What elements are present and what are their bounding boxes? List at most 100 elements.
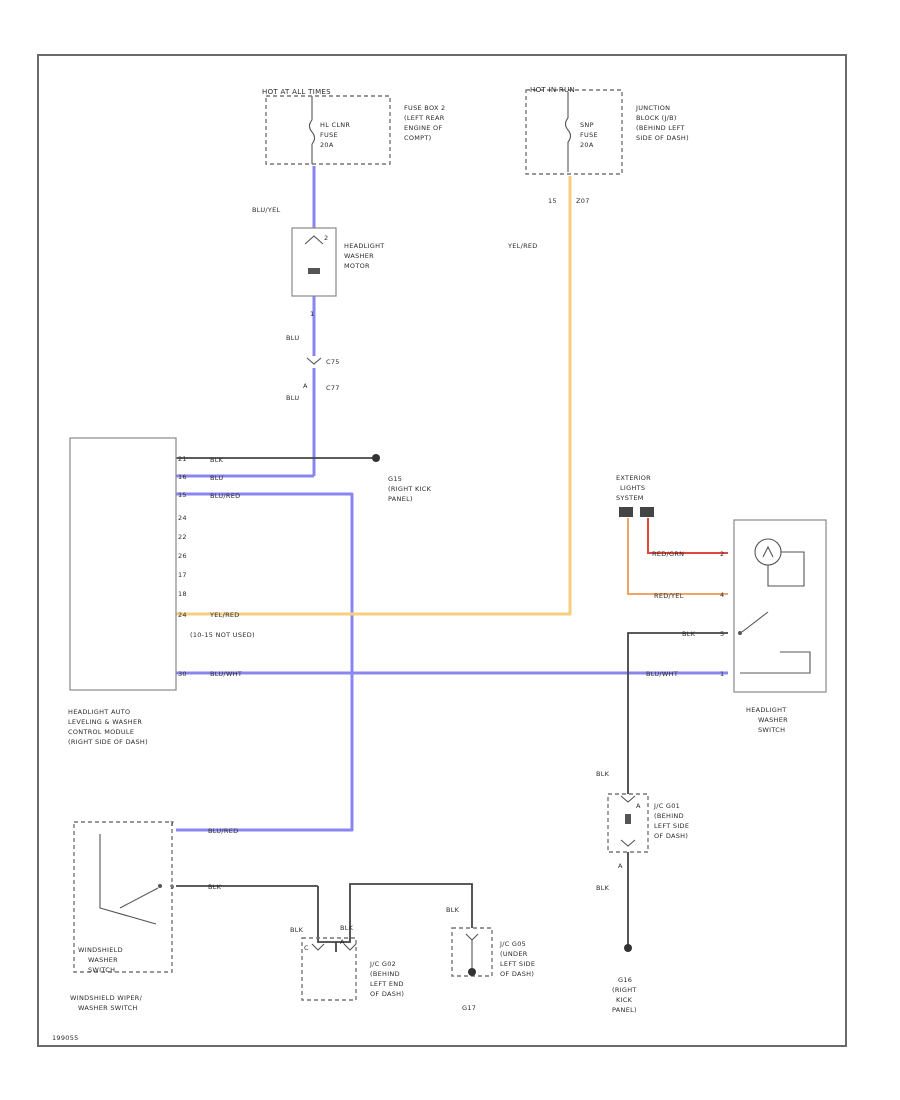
fuse-box-location-2: (LEFT REAR xyxy=(404,114,445,122)
module-pin-24b: 24 xyxy=(178,611,187,619)
diagram-id: 199055 xyxy=(52,1034,79,1042)
module-pin-15: 15 xyxy=(178,491,187,499)
wire-red-yel: RED/YEL xyxy=(654,592,684,600)
windshield-wiper-washer-switch: 7 9 WINDSHIELD WASHER SWITCH WINDSHIELD … xyxy=(70,820,174,1012)
jb-location-1: JUNCTION xyxy=(635,104,670,112)
snp-fuse-line2: FUSE xyxy=(580,131,598,139)
jb-location-3: (BEHIND LEFT xyxy=(636,124,685,132)
module-label-3: CONTROL MODULE xyxy=(68,728,134,736)
jc-g05-label-1: J/C G05 xyxy=(499,940,526,948)
connector-pin-a: A xyxy=(303,382,308,390)
jc-g02-pin-a: A xyxy=(340,938,345,946)
ws-label-2: WASHER SWITCH xyxy=(78,1004,138,1012)
motor-label-3: MOTOR xyxy=(344,262,370,270)
g16-id: G16 xyxy=(618,976,632,984)
jb-location-2: BLOCK (J/B) xyxy=(636,114,677,122)
exterior-label-1: EXTERIOR xyxy=(616,474,651,482)
jc-g05-label-2: (UNDER xyxy=(500,950,528,958)
exterior-label-3: SYSTEM xyxy=(616,494,644,502)
ws-pin-9: 9 xyxy=(170,883,174,891)
black-wires xyxy=(176,457,728,952)
jc-g05-label-3: LEFT SIDE xyxy=(500,960,535,968)
g16-location-3: PANEL) xyxy=(612,1006,637,1014)
g16-location-2: KICK xyxy=(616,996,633,1004)
module-pin-26: 26 xyxy=(178,552,187,560)
headlight-washer-motor: 2 1 HEADLIGHT WASHER MOTOR xyxy=(291,227,384,318)
jb-pin: 15 xyxy=(548,197,557,205)
wire-yel-red-vertical: YEL/RED xyxy=(507,242,538,250)
hlsw-label-3: SWITCH xyxy=(758,726,785,734)
connector-c75: C75 xyxy=(326,358,340,366)
module-pin-16: 16 xyxy=(178,473,187,481)
fuse-name-line3: 20A xyxy=(320,141,334,149)
exterior-lights-system: EXTERIOR LIGHTS SYSTEM xyxy=(616,474,654,517)
junction-connector-g01: A A J/C G01 (BEHIND LEFT SIDE OF DASH) xyxy=(607,793,689,870)
ws-inner-3: SWITCH xyxy=(88,966,115,974)
yellow-wire xyxy=(176,176,572,616)
wire-blu-1: BLU xyxy=(286,334,299,342)
g15-location-1: (RIGHT KICK xyxy=(388,485,432,493)
wire-blu-yel: BLU/YEL xyxy=(252,206,281,214)
module-pin-17: 17 xyxy=(178,571,187,579)
g15-id: G15 xyxy=(388,475,402,483)
module-pin-22: 22 xyxy=(178,533,187,541)
ws-pin-7: 7 xyxy=(170,820,174,828)
fuse-name-line1: HL CLNR xyxy=(320,121,350,129)
module-pin-24a: 24 xyxy=(178,514,187,522)
jc-g01-pin-b: A xyxy=(618,862,623,870)
orange-wire xyxy=(627,518,728,595)
hot-at-all-times-label: HOT AT ALL TIMES xyxy=(262,88,331,96)
jc-g02-pin-c: C xyxy=(304,944,309,952)
g16-location-1: (RIGHT xyxy=(612,986,637,994)
jc-g05-label-4: OF DASH) xyxy=(500,970,534,978)
junction-connector-g05: J/C G05 (UNDER LEFT SIDE OF DASH) G17 xyxy=(451,927,535,1012)
junction-block-snp-fuse: HOT IN RUN SNP FUSE 20A JUNCTION BLOCK (… xyxy=(525,86,689,205)
wire-blu-red-bottom: BLU/RED xyxy=(208,827,238,835)
diagram-frame xyxy=(37,54,847,1047)
headlight-washer-switch: 2 4 5 1 HEADLIGHT WASHER SWITCH xyxy=(720,519,827,734)
motor-label-2: WASHER xyxy=(344,252,374,260)
g15-location-2: PANEL) xyxy=(388,495,413,503)
wire-blu-wht-right: BLU/WHT xyxy=(646,670,678,678)
wire-yel-red-h: YEL/RED xyxy=(209,611,240,619)
fuse-name-line2: FUSE xyxy=(320,131,338,139)
wire-blu-red: BLU/RED xyxy=(210,492,240,500)
wire-blk-ws2: BLK xyxy=(340,924,354,932)
junction-connector-g02: C A J/C G02 (BEHIND LEFT END OF DASH) xyxy=(301,937,404,1001)
hlsw-pin-2: 2 xyxy=(720,550,724,558)
hlsw-label-2: WASHER xyxy=(758,716,788,724)
wire-blu-2: BLU xyxy=(286,394,299,402)
fuse-box-location-4: COMPT) xyxy=(404,134,432,142)
module-label-4: (RIGHT SIDE OF DASH) xyxy=(68,738,148,746)
motor-pin-bottom: 1 xyxy=(310,310,314,318)
connector-c77: C77 xyxy=(326,384,340,392)
headlight-control-module: 21 16 15 24 22 26 17 18 24 30 (10-15 NOT… xyxy=(68,437,255,746)
wire-blk-ws1: BLK xyxy=(290,926,304,934)
wire-red-grn: RED/GRN xyxy=(652,550,684,558)
ws-label-1: WINDSHIELD WIPER/ xyxy=(70,994,143,1002)
wire-blk-vert1: BLK xyxy=(596,770,610,778)
ground-g15: G15 (RIGHT KICK PANEL) xyxy=(372,454,432,503)
jc-g02-label-3: LEFT END xyxy=(370,980,404,988)
wire-blk-switch: BLK xyxy=(682,630,696,638)
module-pin-21: 21 xyxy=(178,455,187,463)
fuse-box-location-1: FUSE BOX 2 xyxy=(404,104,446,112)
module-label-1: HEADLIGHT AUTO xyxy=(68,708,130,716)
jc-g02-label-2: (BEHIND xyxy=(370,970,400,978)
fuse-box-location-3: ENGINE OF xyxy=(404,124,443,132)
jc-g01-label-2: (BEHIND xyxy=(654,812,684,820)
wire-blu-top: BLU xyxy=(210,474,223,482)
jb-connector: Z07 xyxy=(576,197,590,205)
hlsw-pin-4: 4 xyxy=(720,591,724,599)
wire-blu-wht-left: BLU/WHT xyxy=(210,670,242,678)
exterior-label-2: LIGHTS xyxy=(620,484,645,492)
hlsw-pin-5: 5 xyxy=(720,630,724,638)
wire-blk-top: BLK xyxy=(210,456,224,464)
jb-location-4: SIDE OF DASH) xyxy=(636,134,689,142)
hlsw-label-1: HEADLIGHT xyxy=(746,706,787,714)
motor-pin-top: 2 xyxy=(324,234,328,242)
hlsw-pin-1: 1 xyxy=(720,670,724,678)
wire-blk-ws3: BLK xyxy=(446,906,460,914)
wire-blk-vert2: BLK xyxy=(596,884,610,892)
